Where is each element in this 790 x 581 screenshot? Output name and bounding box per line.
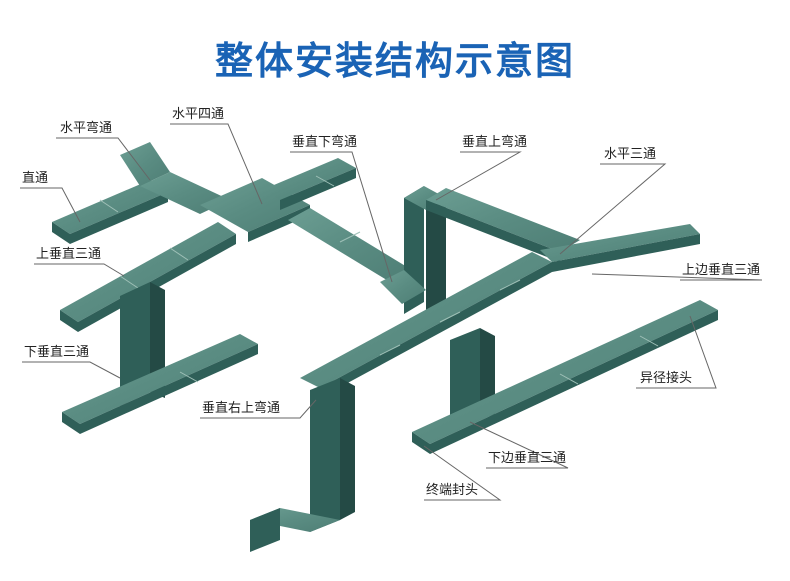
label-side-up-tee: 上边垂直三通 (682, 263, 760, 278)
label-straight: 直通 (22, 171, 48, 186)
label-end-cap: 终端封头 (426, 482, 478, 498)
labels: 水平弯通 水平四通 垂直下弯通 垂直上弯通 水平三通 直通 上垂直三通 上边垂直… (22, 107, 760, 498)
label-horizontal-elbow: 水平弯通 (60, 120, 112, 136)
label-vertical-up-elbow: 垂直上弯通 (462, 134, 527, 150)
label-reducer: 异径接头 (640, 370, 692, 386)
label-horizontal-cross: 水平四通 (172, 107, 224, 122)
label-vertical-right-up-elbow: 垂直右上弯通 (202, 400, 280, 416)
tray-upper-left (52, 142, 412, 332)
label-vertical-up-tee: 上垂直三通 (36, 247, 101, 262)
tray-vertical-riser (380, 186, 580, 314)
tray-main-run (300, 224, 700, 398)
label-side-down-tee: 下边垂直三通 (488, 451, 566, 466)
page-title: 整体安装结构示意图 (214, 39, 575, 83)
tray-right-up-elbow-column (250, 378, 355, 552)
label-horizontal-tee: 水平三通 (604, 147, 656, 162)
label-vertical-down-tee: 下垂直三通 (24, 345, 89, 360)
tray-left-column (62, 282, 258, 434)
label-vertical-down-elbow: 垂直下弯通 (292, 134, 357, 150)
leaders (20, 123, 763, 501)
tray-middle-column (412, 300, 718, 454)
